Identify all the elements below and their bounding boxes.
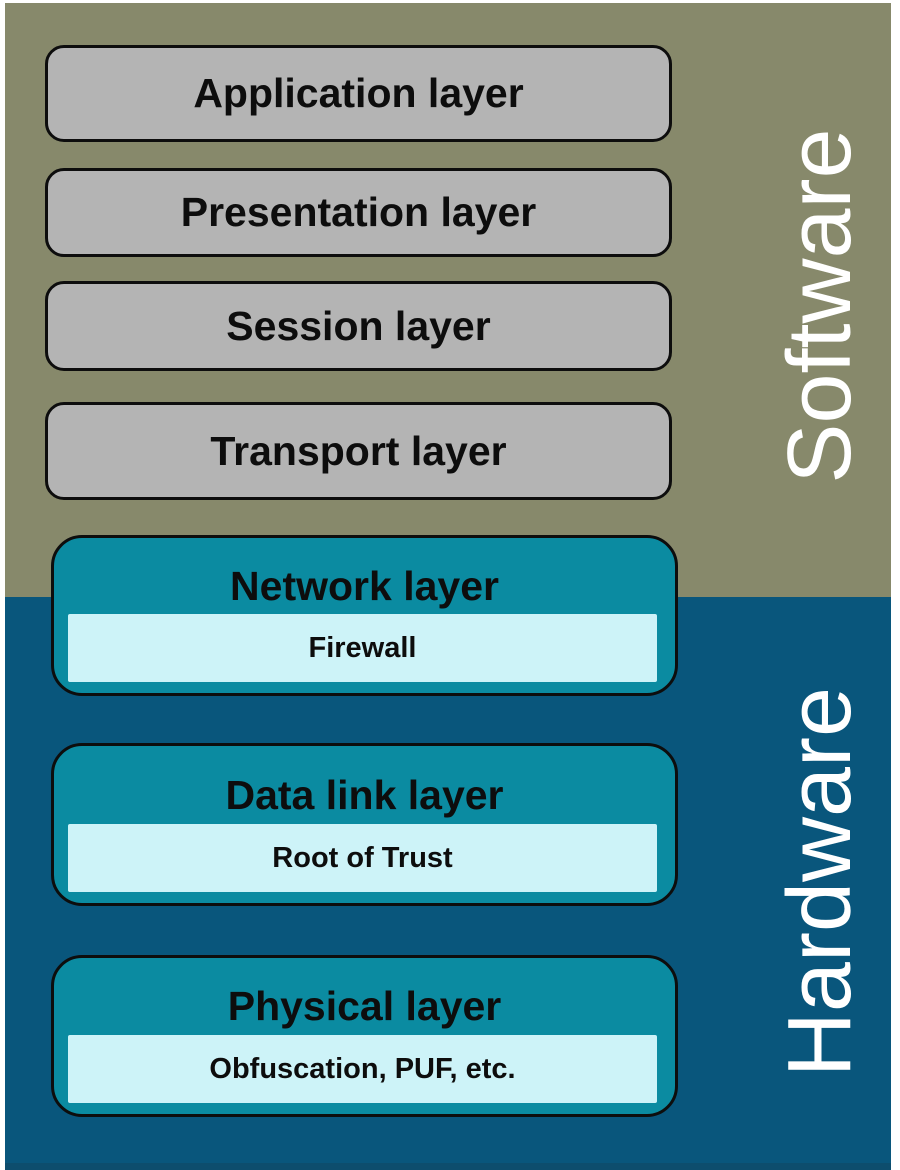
layer-label-transport: Transport layer <box>210 427 507 474</box>
security-box-obfuscation-puf: Obfuscation, PUF, etc. <box>68 1035 657 1103</box>
layer-box-network: Network layer Firewall <box>51 535 678 696</box>
layer-box-physical: Physical layer Obfuscation, PUF, etc. <box>51 955 678 1117</box>
layer-box-transport: Transport layer <box>45 402 672 500</box>
security-label-root-of-trust: Root of Trust <box>272 841 453 874</box>
layer-label-data-link: Data link layer <box>225 771 504 818</box>
layer-label-presentation: Presentation layer <box>180 189 537 235</box>
security-label-obfuscation-puf: Obfuscation, PUF, etc. <box>209 1052 516 1085</box>
layer-label-application: Application layer <box>193 70 524 116</box>
layer-box-data-link: Data link layer Root of Trust <box>51 743 678 906</box>
security-box-firewall: Firewall <box>68 614 657 682</box>
layer-label-physical: Physical layer <box>227 983 502 1029</box>
software-section-label: Software <box>770 128 870 484</box>
security-label-firewall: Firewall <box>308 631 417 664</box>
security-box-root-of-trust: Root of Trust <box>68 824 657 892</box>
layer-label-session: Session layer <box>226 302 491 349</box>
bottom-edge-shade <box>5 1163 891 1170</box>
hardware-section-label: Hardware <box>770 686 870 1078</box>
layer-box-session: Session layer <box>45 281 672 371</box>
layer-label-network: Network layer <box>230 562 499 609</box>
layer-box-application: Application layer <box>45 45 672 142</box>
layer-box-presentation: Presentation layer <box>45 168 672 257</box>
